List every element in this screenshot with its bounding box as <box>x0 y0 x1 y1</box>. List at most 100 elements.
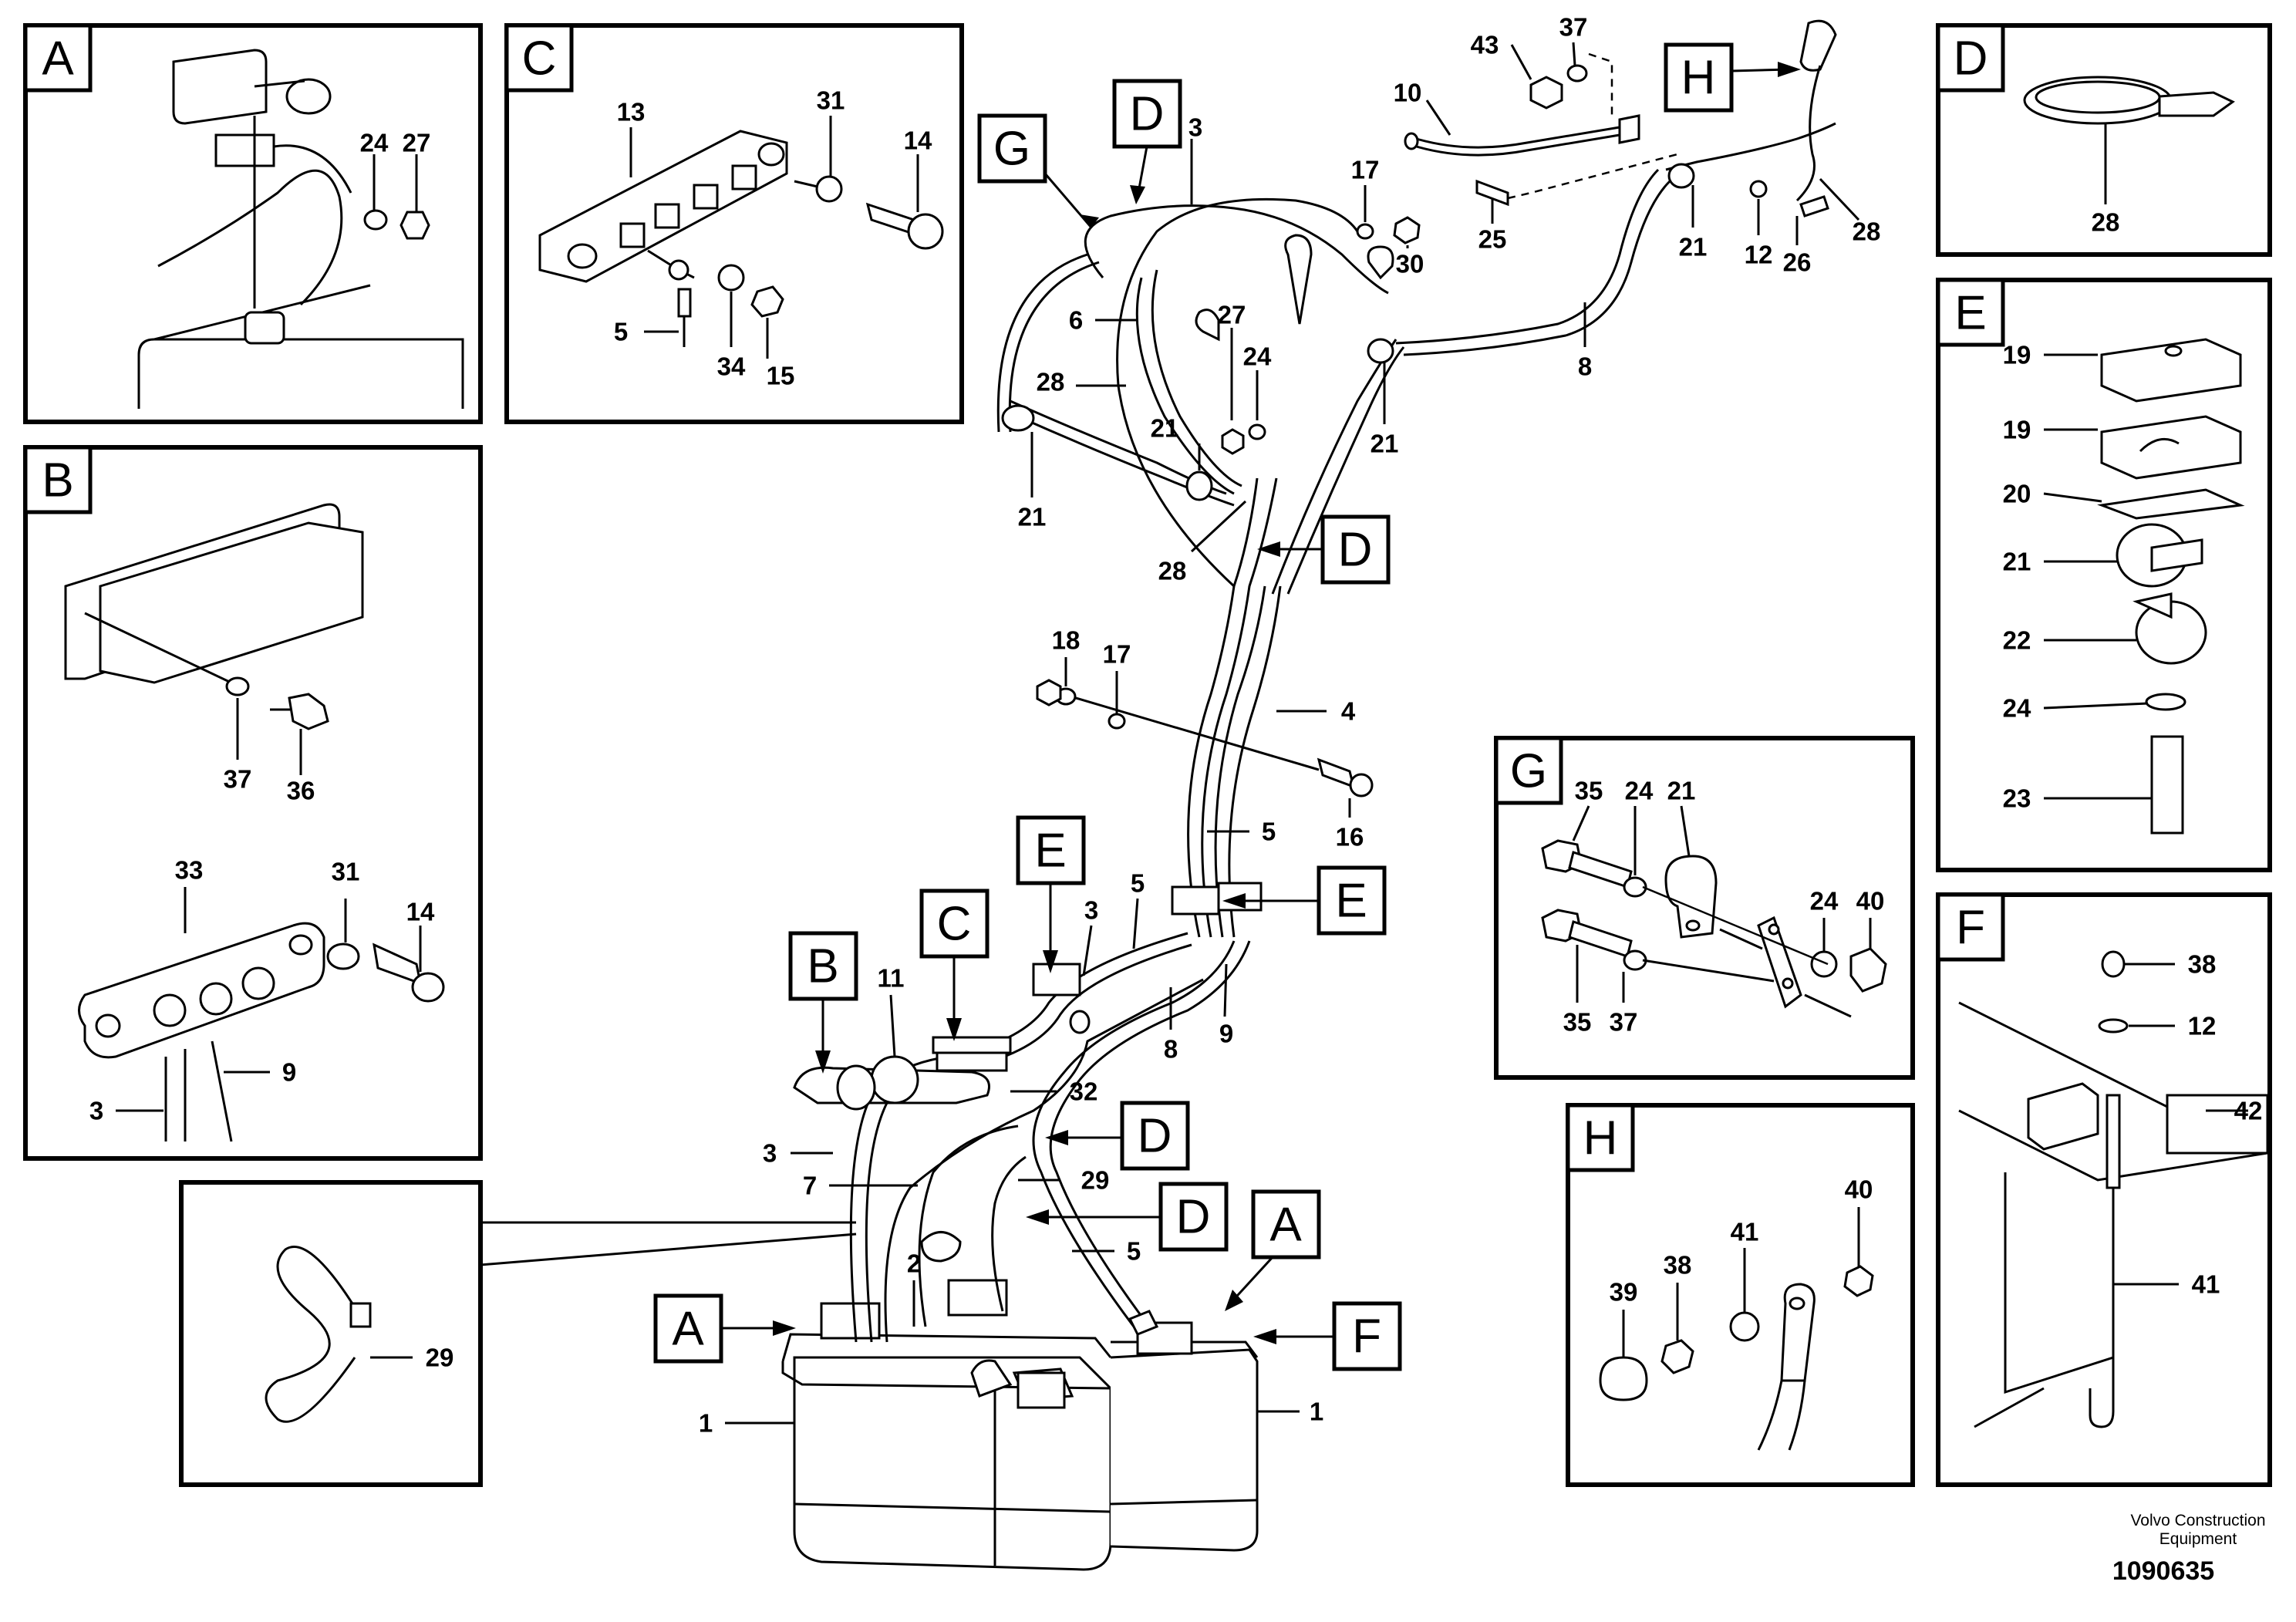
pb-callout-37: 37 <box>224 765 252 794</box>
footer: Volvo Construction Equipment 1090635 <box>2112 1512 2266 1586</box>
callout-24-main: 24 <box>1243 342 1272 371</box>
callout-11: 11 <box>878 964 905 993</box>
svg-text:A: A <box>1269 1199 1302 1252</box>
pe-callout-21: 21 <box>2003 548 2031 576</box>
pc-callout-13: 13 <box>617 98 646 126</box>
panel-c-label: C <box>522 32 557 86</box>
pe-callout-19-bottom: 19 <box>2003 416 2031 444</box>
callout-16: 16 <box>1336 823 1364 851</box>
brand-line-1: Volvo Construction <box>2130 1512 2265 1529</box>
pg-callout-37: 37 <box>1610 1008 1638 1037</box>
callout-8-top: 8 <box>1578 352 1592 381</box>
callout-17-top: 17 <box>1351 156 1380 184</box>
callout-28-left: 28 <box>1037 368 1065 396</box>
svg-text:E: E <box>1034 824 1066 878</box>
callout-box-e-right: E <box>1222 865 1387 936</box>
ph-callout-39: 39 <box>1610 1278 1638 1307</box>
pa-callout-24: 24 <box>360 129 389 157</box>
pg-callout-24-left: 24 <box>1625 777 1654 805</box>
drawing-number: 1090635 <box>2112 1556 2214 1586</box>
detail-panel-f: F 38 12 42 41 <box>1936 892 2272 1487</box>
pb-callout-14: 14 <box>406 898 435 926</box>
callout-25: 25 <box>1478 225 1507 254</box>
battery-right <box>1110 1321 1259 1552</box>
callout-box-g-top: G <box>977 113 1099 228</box>
detail-panel-b: B 37 36 33 31 14 9 3 <box>23 445 483 1161</box>
callout-30: 30 <box>1396 250 1424 278</box>
panel-b-label: B <box>42 454 73 508</box>
svg-text:B: B <box>807 940 838 993</box>
callout-10: 10 <box>1394 79 1422 107</box>
pg-callout-35-top: 35 <box>1575 777 1603 805</box>
pf-callout-41: 41 <box>2192 1270 2220 1299</box>
callout-box-d-low2: D <box>1026 1182 1229 1252</box>
svg-text:D: D <box>1138 1110 1172 1163</box>
pb-callout-31: 31 <box>332 858 360 886</box>
callout-5-bottom: 5 <box>1127 1237 1141 1266</box>
callout-43: 43 <box>1471 31 1499 59</box>
callout-box-e-mid: E <box>1016 815 1086 973</box>
pc-callout-5: 5 <box>614 318 628 346</box>
callout-6: 6 <box>1069 306 1083 335</box>
callout-21-mid: 21 <box>1371 430 1399 458</box>
callout-12-main: 12 <box>1745 241 1773 269</box>
pe-callout-24: 24 <box>2003 694 2031 723</box>
svg-text:D: D <box>1338 524 1373 577</box>
callout-box-f-low: F <box>1253 1301 1402 1371</box>
pg-callout-24-right: 24 <box>1810 887 1839 916</box>
callout-box-a-low1: A <box>1225 1189 1321 1311</box>
pf-callout-42: 42 <box>2234 1097 2263 1125</box>
detail-panel-h: H 39 38 41 40 <box>1566 1103 1915 1487</box>
cable-tie-callout-29: 29 <box>426 1344 454 1372</box>
detail-panel-c: C 13 31 14 5 34 15 <box>504 23 964 424</box>
pf-callout-38: 38 <box>2188 950 2217 979</box>
pg-callout-21: 21 <box>1667 777 1696 805</box>
callout-1-left: 1 <box>699 1409 713 1438</box>
pg-callout-40: 40 <box>1856 887 1885 916</box>
ph-callout-38: 38 <box>1664 1251 1692 1280</box>
svg-text:A: A <box>672 1303 704 1356</box>
svg-text:H: H <box>1681 52 1716 105</box>
pc-callout-34: 34 <box>717 352 746 381</box>
callout-27-main: 27 <box>1218 301 1246 329</box>
pb-callout-33: 33 <box>175 856 204 885</box>
callout-5-lower: 5 <box>1131 869 1145 898</box>
pc-callout-31: 31 <box>817 86 845 115</box>
svg-text:D: D <box>1130 88 1165 141</box>
callout-2: 2 <box>907 1249 921 1278</box>
callout-3-mid: 3 <box>1084 896 1098 925</box>
callout-21-left: 21 <box>1018 503 1047 531</box>
ph-callout-40: 40 <box>1845 1175 1873 1204</box>
pe-callout-23: 23 <box>2003 784 2031 813</box>
callout-7: 7 <box>803 1172 817 1200</box>
callout-3-low: 3 <box>763 1139 777 1168</box>
callout-37-main: 37 <box>1559 13 1588 42</box>
callout-9-main: 9 <box>1219 1020 1233 1048</box>
callout-32: 32 <box>1070 1077 1098 1106</box>
pc-callout-14: 14 <box>904 126 932 155</box>
svg-text:D: D <box>1176 1191 1211 1244</box>
pe-callout-22: 22 <box>2003 626 2031 655</box>
callout-box-b-mid: B <box>788 931 858 1074</box>
callout-5-upper: 5 <box>1262 818 1276 846</box>
callout-21-center: 21 <box>1151 414 1179 443</box>
pe-callout-20: 20 <box>2003 480 2031 508</box>
panel-a-label: A <box>42 32 74 86</box>
panel-g-label: G <box>1510 745 1547 798</box>
svg-text:F: F <box>1352 1310 1381 1364</box>
pb-callout-9: 9 <box>282 1058 296 1087</box>
brand-line-2: Equipment <box>2159 1530 2237 1548</box>
callout-box-c-mid: C <box>919 889 990 1041</box>
panel-f-label: F <box>1956 902 1985 955</box>
battery-left <box>781 1279 1112 1571</box>
callout-box-d-low1: D <box>1045 1101 1190 1171</box>
callout-26: 26 <box>1783 248 1812 277</box>
detail-panel-e: E 19 19 20 21 22 24 23 <box>1936 278 2272 872</box>
callout-box-d-top: D <box>1112 79 1182 204</box>
callout-box-h-top: H <box>1664 42 1801 113</box>
panel-e-label: E <box>1954 287 1986 340</box>
callout-28-right: 28 <box>1853 218 1881 246</box>
callout-17-mid: 17 <box>1103 640 1131 669</box>
pg-callout-35-bottom: 35 <box>1563 1008 1592 1037</box>
